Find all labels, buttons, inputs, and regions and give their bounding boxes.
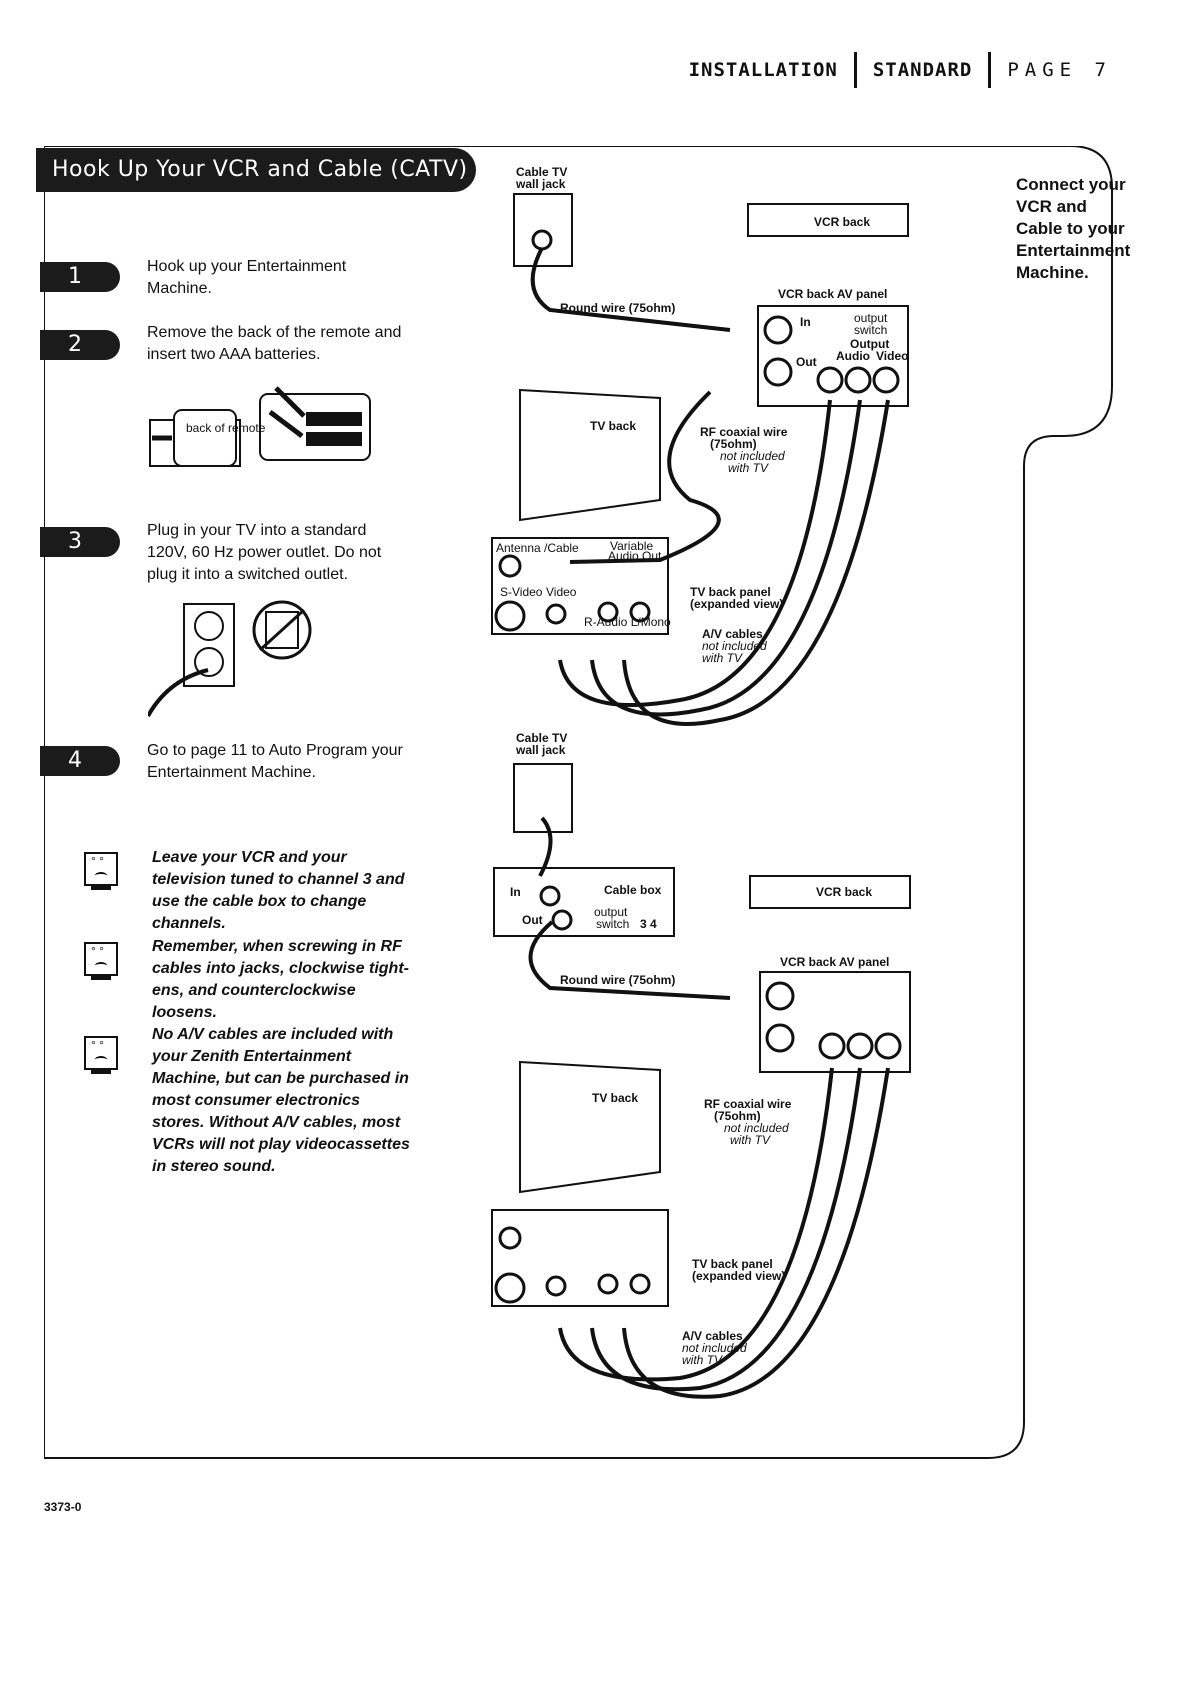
video-jack-label: Video [546, 585, 577, 599]
expanded-label-2: (expanded view) [692, 1269, 785, 1283]
rf-with-tv-2: with TV [730, 1133, 771, 1147]
footer-code: 3373-0 [44, 1500, 82, 1514]
tv-panel-label-2: TV back panel [692, 1257, 773, 1271]
rf-ohm-label: (75ohm) [710, 437, 757, 451]
note-1: Leave your VCR and your television tuned… [152, 849, 405, 932]
vcr-in-label: In [800, 315, 811, 329]
wiring-diagram-bottom: Cable TV wall jack In Out Cable box outp… [491, 731, 911, 1399]
step-text-4: Go to page 11 to Auto Program your Enter… [147, 742, 403, 781]
cable-tv-label-2: Cable TV [516, 731, 567, 745]
antenna-label: Antenna /Cable [496, 541, 579, 555]
av-not-included: not included [702, 639, 767, 653]
note-icon [84, 852, 118, 890]
av-not-included-2: not included [682, 1341, 747, 1355]
outlet-illustration [148, 600, 312, 717]
header-divider [853, 52, 857, 88]
video-label: Video [876, 349, 908, 363]
rf-ohm-label-2: (75ohm) [714, 1109, 761, 1123]
header-section: INSTALLATION [688, 59, 838, 81]
step-badge-3: 3 [40, 527, 120, 557]
av-with-tv-2: with TV [682, 1353, 723, 1367]
remote-battery-illustration: back of remote [149, 386, 371, 467]
note-3: No A/V cables are included with your Zen… [152, 1026, 410, 1175]
step-text-3: Plug in your TV into a standard 120V, 60… [147, 522, 382, 583]
rf-wire-label: RF coaxial wire [700, 425, 788, 439]
cable-box-in: In [510, 885, 521, 899]
cable-tv-label: Cable TV [516, 165, 567, 179]
cable-box-ch: 3 4 [640, 917, 657, 931]
rf-not-included: not included [720, 449, 785, 463]
tv-back-label-2: TV back [592, 1091, 638, 1105]
variable-label: Variable [610, 539, 653, 553]
tv-panel-label: TV back panel [690, 585, 771, 599]
vcr-out-label: Out [796, 355, 817, 369]
svideo-label: S-Video [500, 585, 543, 599]
cable-box-label: Cable box [604, 883, 662, 897]
step-text-2: Remove the back of the remote and insert… [147, 324, 402, 363]
vcr-back-label-2: VCR back [816, 885, 872, 899]
step-badge-4: 4 [40, 746, 120, 776]
step-badge-1: 1 [40, 262, 120, 292]
remote-label: back of remote [186, 421, 266, 435]
section-title: Hook Up Your VCR and Cable (CATV) [36, 148, 476, 192]
rf-not-included-2: not included [724, 1121, 789, 1135]
round-wire-label-2: Round wire (75ohm) [560, 973, 675, 987]
audio-label: Audio [836, 349, 870, 363]
rf-with-tv: with TV [728, 461, 769, 475]
audio-out-label: Audio Out [608, 549, 662, 563]
wall-jack-label: wall jack [515, 177, 566, 191]
vcr-panel-label: VCR back AV panel [778, 287, 887, 301]
note-icon [84, 1036, 118, 1074]
header-page: PAGE 7 [1007, 59, 1112, 81]
cable-box-out: Out [522, 913, 543, 927]
note-2: Remember, when screwing in RF cables int… [152, 938, 409, 1021]
step-badge-2: 2 [40, 330, 120, 360]
rf-wire-label-2: RF coaxial wire [704, 1097, 792, 1111]
content-frame [44, 146, 1116, 1462]
raudio-label: R-Audio L/Mono [584, 615, 671, 629]
output-label: output [854, 311, 888, 325]
header-divider [988, 52, 992, 88]
switch-label: switch [854, 323, 887, 337]
output-cap-label: Output [850, 337, 889, 351]
step-text-1: Hook up your Entertainment Machine. [147, 258, 347, 297]
round-wire-label: Round wire (75ohm) [560, 301, 675, 315]
note-icon [84, 942, 118, 980]
av-with-tv: with TV [702, 651, 743, 665]
expanded-label: (expanded view) [690, 597, 783, 611]
vcr-back-label: VCR back [814, 215, 870, 229]
side-caption: Connect your VCR and Cable to your Enter… [1016, 175, 1131, 282]
cable-box-switch: switch [596, 917, 629, 931]
tv-back-label: TV back [590, 419, 636, 433]
vcr-panel-label-2: VCR back AV panel [780, 955, 889, 969]
wall-jack-label-2: wall jack [515, 743, 566, 757]
wiring-diagram-top: Cable TV wall jack Round wire (75ohm) VC… [491, 165, 909, 726]
av-cables-label: A/V cables [702, 627, 763, 641]
av-cables-label-2: A/V cables [682, 1329, 743, 1343]
cable-box-output: output [594, 905, 628, 919]
page-header: INSTALLATION STANDARD PAGE 7 [689, 52, 1112, 88]
header-subsection: STANDARD [872, 59, 973, 81]
